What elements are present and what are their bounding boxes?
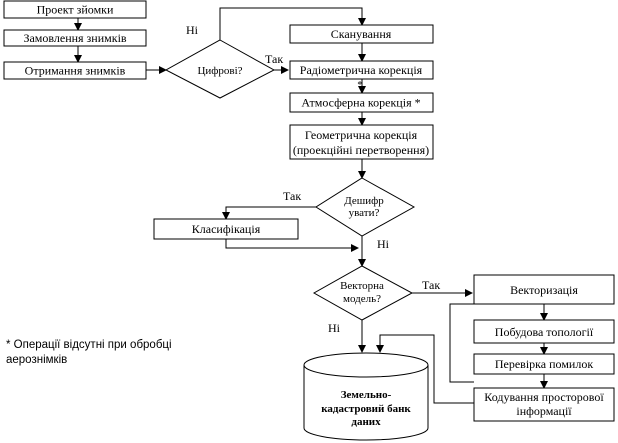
- decision-decode[interactable]: Дешифр увати?: [315, 177, 416, 237]
- box-project[interactable]: Проект зйомки: [3, 0, 147, 19]
- footnote: * Операції відсутні при обробці аерознім…: [6, 339, 172, 366]
- database-label-3: даних: [351, 416, 381, 428]
- label-decode-no: Ні: [377, 237, 390, 251]
- box-receive[interactable]: Отримання знимків: [3, 61, 147, 80]
- box-receive-label: Отримання знимків: [25, 64, 126, 78]
- box-order[interactable]: Замовлення знимків: [3, 29, 147, 47]
- box-atmospheric[interactable]: Атмосферна корекція *: [289, 92, 434, 113]
- label-vector-no: Ні: [328, 321, 341, 335]
- decision-decode-label-2: увати?: [349, 207, 380, 219]
- box-coding[interactable]: Кодування просторової інформації: [473, 387, 615, 422]
- asterisk-label: *: [357, 79, 363, 91]
- box-radiometric[interactable]: Радіометрична корекція: [289, 60, 434, 80]
- box-radiometric-label: Радіометрична корекція: [300, 63, 423, 77]
- box-order-label: Замовлення знимків: [23, 31, 126, 45]
- decision-vector-label-2: модель?: [343, 293, 381, 305]
- box-geometric-label-2: (проекційні перетворення): [293, 143, 429, 157]
- decision-vector-label-1: Векторна: [340, 280, 384, 292]
- box-project-label: Проект зйомки: [37, 3, 114, 17]
- box-atmospheric-label: Атмосферна корекція *: [301, 96, 420, 110]
- box-errors-label: Перевірка помилок: [495, 357, 593, 371]
- database-label-1: Земельно-: [341, 389, 392, 401]
- label-vector-yes: Так: [422, 278, 440, 292]
- box-coding-label-2: інформації: [516, 404, 572, 418]
- edge-classification-return: [225, 239, 359, 252]
- box-scan[interactable]: Сканування: [289, 24, 434, 44]
- box-topology-label: Побудова топології: [495, 325, 594, 339]
- box-errors[interactable]: Перевірка помилок: [473, 353, 615, 375]
- box-coding-label-1: Кодування просторової: [484, 390, 604, 404]
- box-geometric[interactable]: Геометрична корекція (проекційні перетво…: [289, 124, 434, 160]
- box-geometric-label-1: Геометрична корекція: [305, 128, 418, 142]
- database-label-2: кадастровий банк: [321, 403, 411, 415]
- edge-vectorization-side: [449, 303, 476, 383]
- decision-digital[interactable]: Цифрові?: [164, 39, 276, 99]
- database-cylinder[interactable]: Земельно- кадастровий банк даних: [303, 352, 429, 441]
- box-classification-label: Класифікація: [192, 222, 261, 236]
- label-decode-yes: Так: [283, 189, 301, 203]
- label-digital-yes: Так: [265, 52, 283, 66]
- box-classification[interactable]: Класифікація: [153, 218, 299, 240]
- decision-digital-label: Цифрові?: [197, 65, 242, 77]
- edge-digital-no-scan: [219, 7, 366, 40]
- connectors: [74, 7, 548, 404]
- decision-vector[interactable]: Векторна модель?: [312, 265, 414, 321]
- edge-coding-db: [376, 334, 474, 404]
- box-vectorization[interactable]: Векторизація: [473, 274, 615, 305]
- edge-decode-yes-classification: [222, 206, 316, 220]
- box-vectorization-label: Векторизація: [510, 283, 578, 297]
- box-topology[interactable]: Побудова топології: [473, 319, 615, 344]
- label-digital-no: Ні: [186, 23, 199, 37]
- box-scan-label: Сканування: [331, 27, 392, 41]
- decision-decode-label-1: Дешифр: [344, 195, 384, 207]
